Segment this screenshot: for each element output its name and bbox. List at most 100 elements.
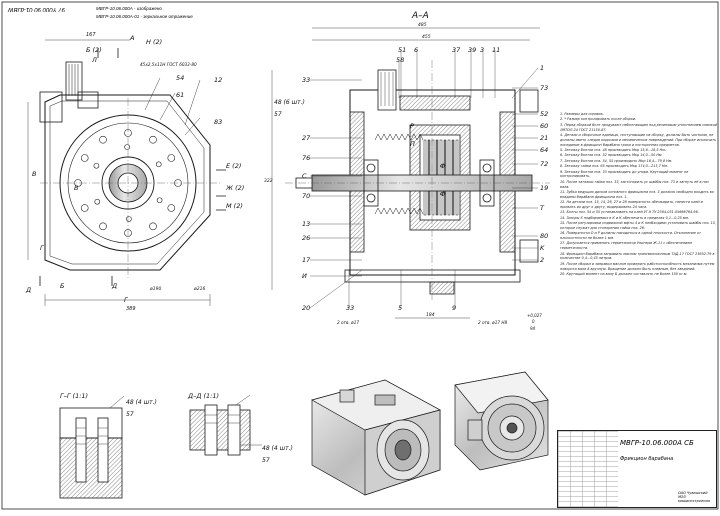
doc-name: Фрикцион барабана: [620, 456, 674, 462]
bolt-hole: [99, 222, 107, 231]
section-callout: 11: [492, 46, 500, 54]
section-title: А–А: [411, 11, 429, 21]
callout-b: Б: [60, 282, 65, 290]
callout-zh2: Ж (2): [225, 184, 244, 192]
callout-48-6: 48 (6 шт.): [274, 99, 305, 106]
callout-m2: М (2): [226, 202, 243, 210]
note-2: 2. * Размер контролировать после сборки.: [560, 117, 637, 122]
section-callout: T: [540, 204, 545, 212]
section-callout: 21: [540, 134, 548, 142]
section-callout: 20: [302, 304, 310, 312]
thread-spec: 45х2,5х11Н ГОСТ 6033-80: [140, 62, 197, 67]
spring: [374, 207, 424, 215]
inner-hole: [94, 198, 101, 205]
view-gg-title: Г–Г (1:1): [60, 392, 88, 400]
inner-hole: [155, 161, 162, 168]
view-gg: [59, 395, 125, 499]
dim-389: 389: [126, 306, 136, 312]
bolt-hole: [167, 154, 176, 162]
view-dd-title: Д–Д (1:1): [187, 392, 219, 400]
section-callout: 27: [302, 134, 311, 142]
isometric-view-2: [454, 371, 549, 471]
callout-l: Л: [91, 56, 97, 64]
section-callout: 80: [540, 232, 548, 240]
callout-d2: Д: [111, 282, 117, 290]
doc-line-1: МВГР-10.06.000А - изображено: [96, 6, 162, 11]
section-callout: П: [410, 140, 415, 148]
section-callout: 70: [302, 192, 310, 200]
section-callout: 3: [480, 46, 484, 54]
section-callout: 58: [396, 56, 404, 64]
callout-e2: Е (2): [226, 162, 241, 170]
callout-61: 61: [176, 91, 184, 99]
inner-hole: [156, 197, 163, 204]
top-stamp: 97 Y000 90 01-dJBW: [8, 6, 65, 12]
dim-167: 167: [86, 32, 96, 38]
section-callout: 6: [414, 46, 418, 54]
dim-485: 485: [418, 22, 427, 28]
section-callout: 52: [540, 110, 548, 118]
section-callout: 37: [452, 46, 461, 54]
callout-57-c: 57: [262, 457, 270, 464]
callout-n2: Н (2): [146, 38, 162, 46]
section-callout: C: [302, 172, 307, 180]
section-callout: 17: [302, 256, 311, 264]
title-block-grid: [558, 431, 618, 507]
dim-322: 322: [264, 178, 273, 184]
bolt-hole: [167, 204, 176, 212]
note-17: 17. Допускается применять герметизатор У…: [560, 241, 692, 251]
leader-line: [511, 67, 539, 99]
section-callout: 33: [302, 76, 310, 84]
note-10: 10. После затяжки гайки поз. 33, застопо…: [560, 179, 709, 189]
technical-notes: 1. Размеры для справок.2. * Размер контр…: [560, 112, 718, 277]
doc-lines: МВГР-10.06.000А - изображено МВГР-10.06.…: [96, 5, 193, 21]
note-19: 19. После сборки и заправки маслом прове…: [560, 261, 715, 271]
note-11: 11. Зубья ведущих дисков основного фрикц…: [560, 189, 714, 199]
note-9: 9. Затяжку болтов поз. 33 производить до…: [560, 169, 689, 179]
leader-line: [309, 269, 363, 309]
dim-holes-17h8: 2 отв. ø17 Н8: [478, 320, 507, 325]
doc-code: МВГР-10.06.000А СБ: [620, 439, 694, 447]
section-callout: Ф: [440, 162, 446, 170]
bolt-hole: [149, 222, 157, 231]
note-18: 18. Фрикцион барабана заправить маслом т…: [560, 251, 715, 261]
note-20: 20. Крутящий момент на валу Б должен сос…: [560, 271, 688, 276]
bolt-hole: [80, 204, 89, 212]
bolt-hole: [99, 135, 107, 144]
note-5: 5. Затяжку болтов поз. 48 производить Мк…: [560, 147, 666, 152]
section-callout: 73: [540, 84, 548, 92]
note-7: 7. Затяжку болтов поз. 54, 55 производит…: [560, 158, 673, 163]
org-name: ОАО Чувашский МЭЗ машиностроения: [678, 491, 710, 503]
note-14: 14. Зазоры S подбираемых в К и К обеспеч…: [560, 215, 690, 220]
section-callout: 5: [398, 304, 402, 312]
section-callout: 33: [346, 304, 354, 312]
isometric-view-1: [311, 379, 441, 496]
callout-v1: В: [32, 170, 37, 178]
section-callout: 1: [540, 64, 544, 72]
section-callout: 60: [540, 122, 548, 130]
section-callout: 39: [468, 46, 476, 54]
view-dd: [189, 394, 262, 456]
callout-a: А: [129, 34, 134, 42]
callout-83: 83: [214, 118, 222, 126]
section-callout: 19: [540, 184, 548, 192]
note-13: 13. Болты поз. 54 и 55 устанавливать на …: [560, 210, 699, 215]
callout-12: 12: [214, 76, 222, 84]
note-15: 15. После регулировки подвижной мфты 4 и…: [560, 221, 717, 230]
callout-57-a: 57: [274, 111, 282, 118]
callout-54: 54: [176, 74, 184, 82]
callout-48-4a: 48 (4 шт.): [126, 399, 157, 406]
inner-hole: [126, 216, 132, 222]
bolt-hole: [149, 135, 157, 144]
section-callout: 2: [540, 256, 544, 264]
note-12: 12. На детали поз. 15, 14, 26, 27 и 28 п…: [560, 200, 703, 209]
note-8: 8. Затяжку гайки поз. 65 производить Мкр…: [560, 164, 669, 169]
section-callout: 64: [540, 146, 548, 154]
section-callout: P: [410, 122, 414, 130]
title-block: МВГР-10.06.000А СБ Фрикцион барабана ОАО…: [557, 430, 717, 508]
spring: [374, 133, 424, 141]
section-callout: 13: [302, 220, 310, 228]
